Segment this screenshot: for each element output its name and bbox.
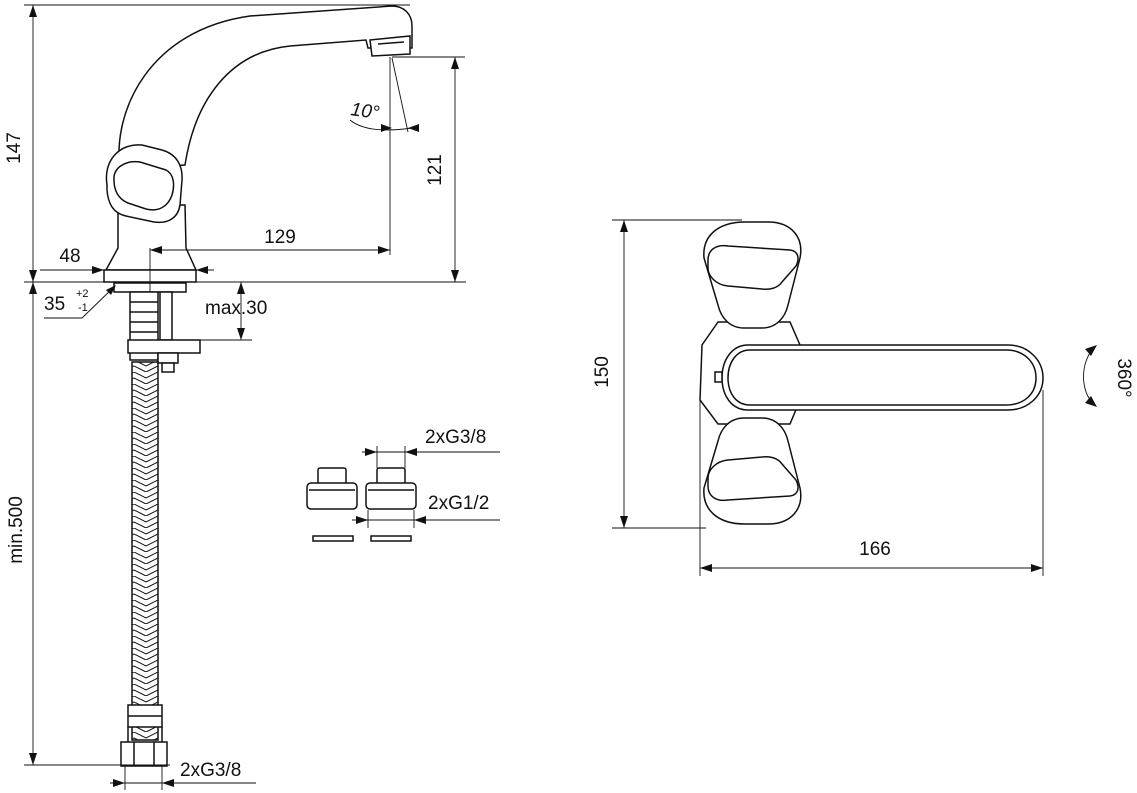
dim-adapter-top: 2xG3/8 bbox=[425, 427, 486, 448]
adapter-1 bbox=[306, 467, 358, 542]
lever-handle bbox=[721, 344, 1044, 411]
side-view: 147 121 10° 129 48 35 +2 -1 max.30 bbox=[4, 4, 466, 790]
dim-handle-span: 150 bbox=[592, 356, 613, 388]
dim-rotation: 360° bbox=[1113, 358, 1134, 397]
upper-handle bbox=[703, 221, 802, 329]
dim-hose-length: min.500 bbox=[6, 496, 27, 564]
dim-overall-height: 147 bbox=[4, 132, 25, 164]
lower-handle bbox=[703, 417, 802, 525]
spout bbox=[118, 5, 413, 171]
adapter-2 bbox=[365, 467, 417, 542]
handle-knob bbox=[105, 144, 183, 224]
dim-hole-diameter: 35 bbox=[44, 294, 65, 315]
top-view: 150 166 360° bbox=[592, 219, 1134, 576]
dim-spout-reach: 129 bbox=[264, 227, 296, 248]
dim-spout-height: 121 bbox=[425, 154, 446, 186]
braided-hose bbox=[131, 361, 159, 741]
dim-hole-tol-lower: -1 bbox=[78, 302, 88, 314]
dim-hole-tol-upper: +2 bbox=[76, 288, 89, 300]
adapter-set: 2xG3/8 2xG1/2 bbox=[306, 427, 500, 542]
dim-lever-length: 166 bbox=[859, 539, 891, 560]
dim-max-thickness: max.30 bbox=[205, 298, 267, 319]
dim-adapter-bottom: 2xG1/2 bbox=[428, 493, 489, 514]
hose-nut bbox=[120, 741, 168, 767]
dim-spout-angle: 10° bbox=[349, 99, 381, 124]
dim-hose-connection: 2xG3/8 bbox=[180, 760, 241, 781]
dim-base-diameter: 48 bbox=[59, 246, 80, 267]
spout-outlet bbox=[369, 35, 411, 57]
rotation-arrow bbox=[1083, 347, 1095, 405]
mounting-plate bbox=[127, 339, 201, 354]
